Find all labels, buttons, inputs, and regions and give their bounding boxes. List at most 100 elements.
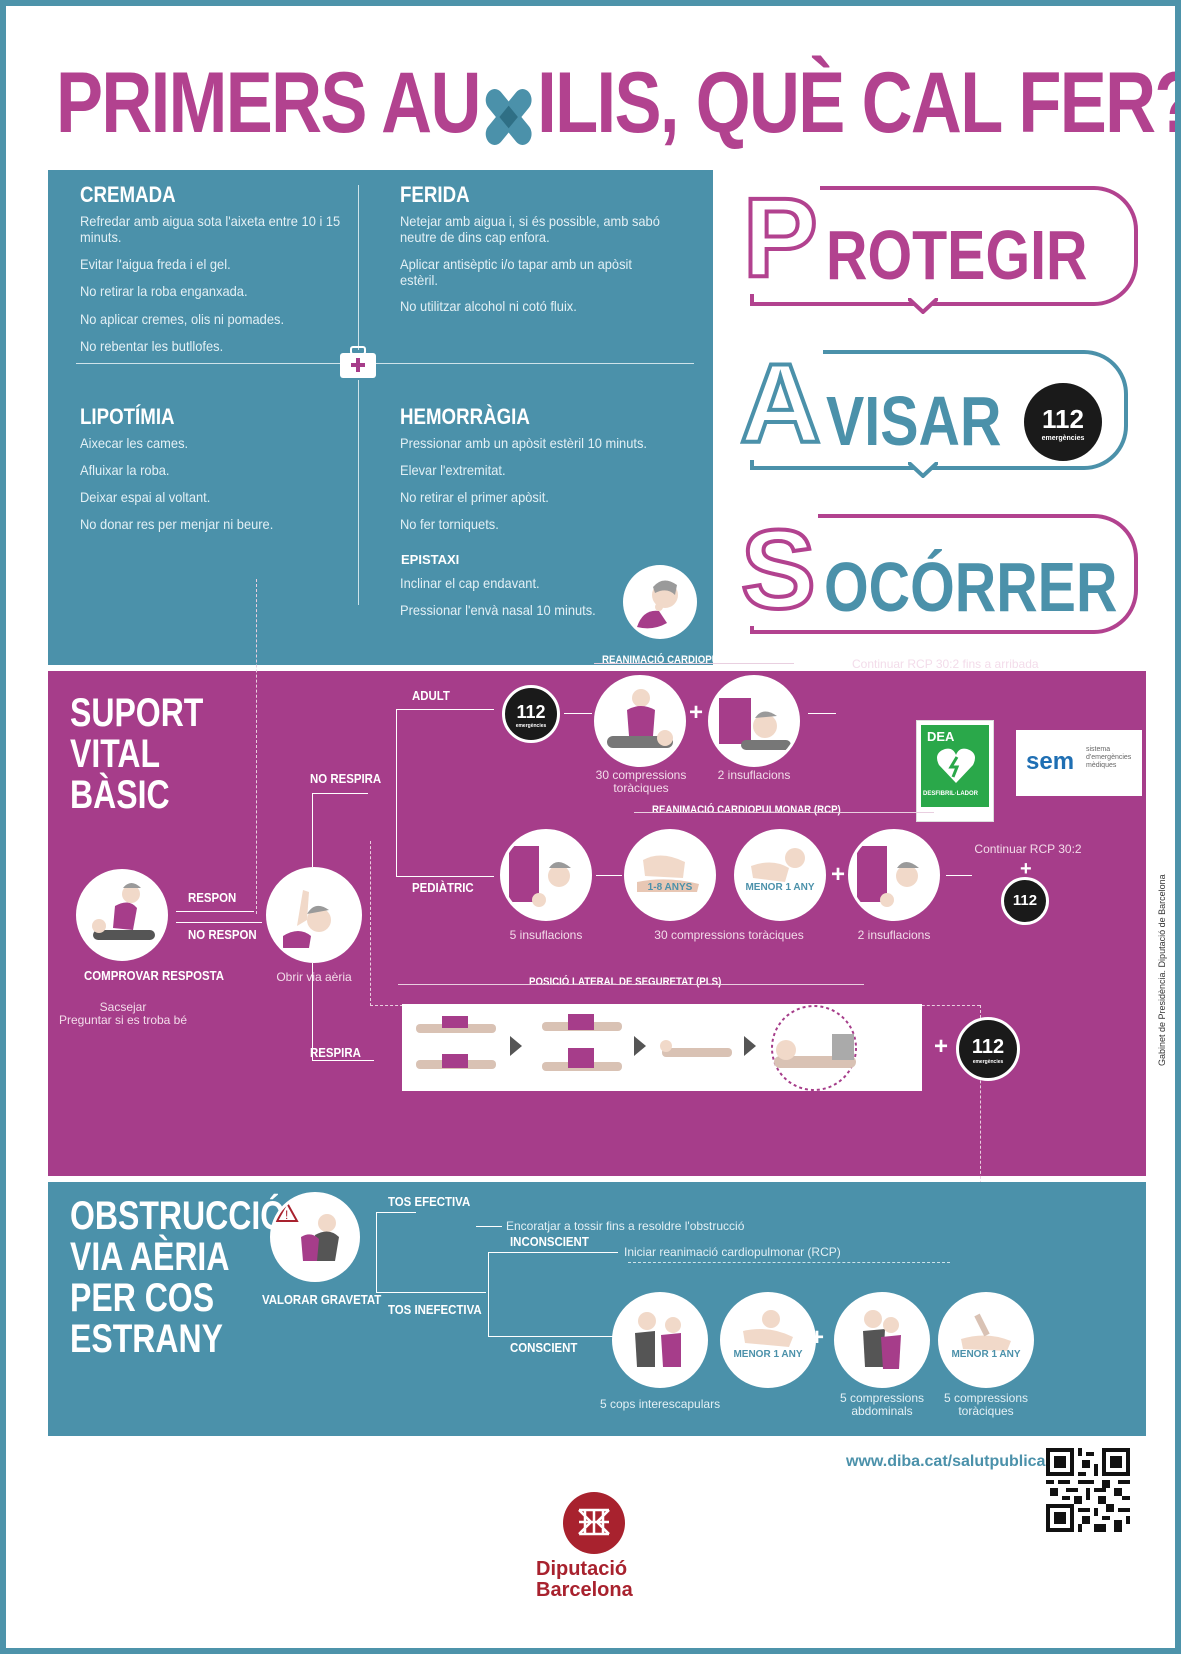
continue-cpr-adult: Continuar RCP 30:2 fins a arribada <box>852 657 1039 671</box>
hemorragia-item: Pressionar amb un apòsit estèril 10 minu… <box>400 435 647 451</box>
check-response-label: COMPROVAR RESPOSTA <box>84 968 225 983</box>
respon-label: RESPON <box>188 890 237 905</box>
no-respon-label: NO RESPON <box>188 927 257 942</box>
dashed-connector <box>256 579 257 914</box>
sem-logo: sem sistema d'emergències mèdiques <box>1016 730 1142 796</box>
lipotimia-item: No donar res per menjar ni beure. <box>80 516 274 532</box>
svb-title-1: SUPORT <box>70 691 204 735</box>
diputacio-logo-text: Diputació Barcelona <box>536 1559 656 1601</box>
respira-label: RESPIRA <box>310 1045 361 1060</box>
hemorragia-heading: HEMORRÀGIA <box>400 404 530 429</box>
back-blows-caption: 5 cops interescapulars <box>600 1397 721 1411</box>
svb-title-3: BÀSIC <box>70 773 170 817</box>
pediatric-label: PEDIÀTRIC <box>412 880 474 895</box>
first-aid-kit-icon <box>339 346 377 380</box>
credit-text: Gabinet de Presidència. Diputació de Bar… <box>1157 874 1167 1066</box>
ferida-item: No utilitzar alcohol ni cotó fluix. <box>400 298 577 314</box>
emergency-112-badge: 112 emergències <box>502 685 560 743</box>
sem-desc: sistema d'emergències mèdiques <box>1086 746 1132 769</box>
infant-back-blows-illustration: MENOR 1 ANY <box>720 1292 816 1388</box>
lipotimia-item: Aixecar les cames. <box>80 435 189 451</box>
avisar-word: VISAR <box>826 382 1002 460</box>
age-label-1-8: 1-8 ANYS <box>647 882 693 893</box>
svg-text:!: ! <box>285 1208 288 1222</box>
assess-severity-illustration: ! <box>270 1192 360 1282</box>
airway-obstruction-panel: OBSTRUCCIÓ VIA AÈRIA PER COS ESTRANY ! V… <box>48 1182 1146 1436</box>
open-airway-caption: Obrir via aèria <box>276 970 352 984</box>
unconscious-text: Iniciar reanimació cardiopulmonar (RCP) <box>624 1245 841 1259</box>
abdominal-thrusts-illustration <box>834 1292 930 1388</box>
aed-sub-label: DESFIBRIL·LADOR <box>923 791 978 797</box>
cremada-item: No aplicar cremes, olis ni pomades. <box>80 311 285 327</box>
dashed-connector <box>370 841 371 1006</box>
back-blows-illustration <box>612 1292 708 1388</box>
bandage-cross-icon <box>480 68 537 146</box>
title-part-1: PRIMERS AU <box>56 55 481 151</box>
ferida-heading: FERIDA <box>400 182 470 207</box>
conscious-label: CONSCIENT <box>510 1340 578 1355</box>
lipotimia-item: Deixar espai al voltant. <box>80 489 211 505</box>
ped-insuf2-caption: 2 insuflacions <box>857 928 931 942</box>
cremada-item: Evitar l'aigua freda i el gel. <box>80 256 231 272</box>
epistaxi-item: Pressionar l'envà nasal 10 minuts. <box>400 602 596 618</box>
chest-compressions-illustration <box>594 675 686 767</box>
epistaxi-item: Inclinar el cap endavant. <box>400 575 540 591</box>
check-response-caption: Sacsejar Preguntar si es troba bé <box>58 1000 188 1027</box>
avisar-letter: A <box>738 341 823 466</box>
obstr-title-2: VIA AÈRIA <box>70 1235 230 1279</box>
protegir-word: ROTEGIR <box>826 216 1088 294</box>
socorrer-letter: S <box>739 507 818 632</box>
pediatric-breaths-2-illustration <box>848 829 940 921</box>
badge-112-sub: emergències <box>1041 435 1085 442</box>
ferida-item: Netejar amb aigua i, si és possible, amb… <box>400 213 660 245</box>
pls-title: POSICIÓ LATERAL DE SEGURETAT (PLS) <box>529 976 722 988</box>
emergency-112-badge: 112 emergències <box>1024 383 1102 461</box>
check-response-illustration <box>76 869 168 961</box>
cremada-item: Refredar amb aigua sota l'aixeta entre 1… <box>80 213 341 245</box>
recovery-position-sequence <box>402 1004 922 1091</box>
lipotimia-item: Afluixar la roba. <box>80 462 170 478</box>
no-respira-label: NO RESPIRA <box>310 771 382 786</box>
infant-chest-thrusts-illustration: MENOR 1 ANY <box>938 1292 1034 1388</box>
socorrer-word: OCÓRRER <box>824 548 1118 626</box>
logo-line-2: Barcelona <box>536 1579 633 1601</box>
adult-label: ADULT <box>412 688 450 703</box>
effective-cough-label: TOS EFECTIVA <box>388 1194 471 1209</box>
ineffective-cough-label: TOS INEFECTIVA <box>388 1302 482 1317</box>
svb-title-2: VITAL <box>70 732 161 776</box>
emergency-112-badge: 112 <box>1001 877 1049 925</box>
obstr-title-4: ESTRANY <box>70 1317 223 1361</box>
ped-insuf5-caption: 5 insuflacions <box>509 928 583 942</box>
continue-cpr-ped: Continuar RCP 30:2 <box>974 842 1082 856</box>
title-part-2: ILIS, QUÈ CAL FER? <box>537 55 1181 151</box>
chest-thrusts-caption: 5 compressions toràciques <box>943 1391 1029 1418</box>
hemorragia-item: No fer torniquets. <box>400 516 499 532</box>
assess-severity-label: VALORAR GRAVETAT <box>262 1292 382 1307</box>
age-label-under-1: MENOR 1 ANY <box>951 1349 1021 1360</box>
ped-compressions-caption: 30 compressions toràciques <box>654 928 804 942</box>
website-link[interactable]: www.diba.cat/salutpublica <box>846 1453 1046 1470</box>
age-label-under-1: MENOR 1 ANY <box>745 882 815 893</box>
epistaxi-illustration <box>623 565 697 639</box>
hemorragia-item: Elevar l'extremitat. <box>400 462 506 478</box>
adult-rcp-title: REANIMACIÓ CARDIOPULMONAR (RCP) <box>602 654 791 666</box>
badge-112-number: 112 <box>1042 404 1084 434</box>
qr-code-icon[interactable] <box>1046 1448 1130 1532</box>
effective-cough-text: Encoratjar a tossir fins a resoldre l'ob… <box>506 1219 745 1233</box>
obstr-title-1: OBSTRUCCIÓ <box>70 1194 286 1238</box>
first-aid-panel: CREMADA Refredar amb aigua sota l'aixeta… <box>48 170 713 665</box>
abdominal-thrusts-caption: 5 compressions abdominals <box>839 1391 925 1418</box>
hemorragia-item: No retirar el primer apòsit. <box>400 489 549 505</box>
aed-sign: DEA DESFIBRIL·LADOR <box>916 720 994 822</box>
pediatric-breaths-illustration <box>500 829 592 921</box>
open-airway-illustration <box>266 867 362 963</box>
adult-compressions-caption: 30 compressions toràciques <box>595 768 687 795</box>
lipotimia-heading: LIPOTÍMIA <box>80 404 175 429</box>
pediatric-rcp-title: REANIMACIÓ CARDIOPULMONAR (RCP) <box>652 804 841 816</box>
logo-line-1: Diputació <box>536 1558 628 1580</box>
cremada-item: No retirar la roba enganxada. <box>80 283 248 299</box>
epistaxi-heading: EPISTAXI <box>401 552 460 567</box>
basic-life-support-panel: SUPORT VITAL BÀSIC COMPROVAR RESPOSTA Sa… <box>48 579 1146 1400</box>
